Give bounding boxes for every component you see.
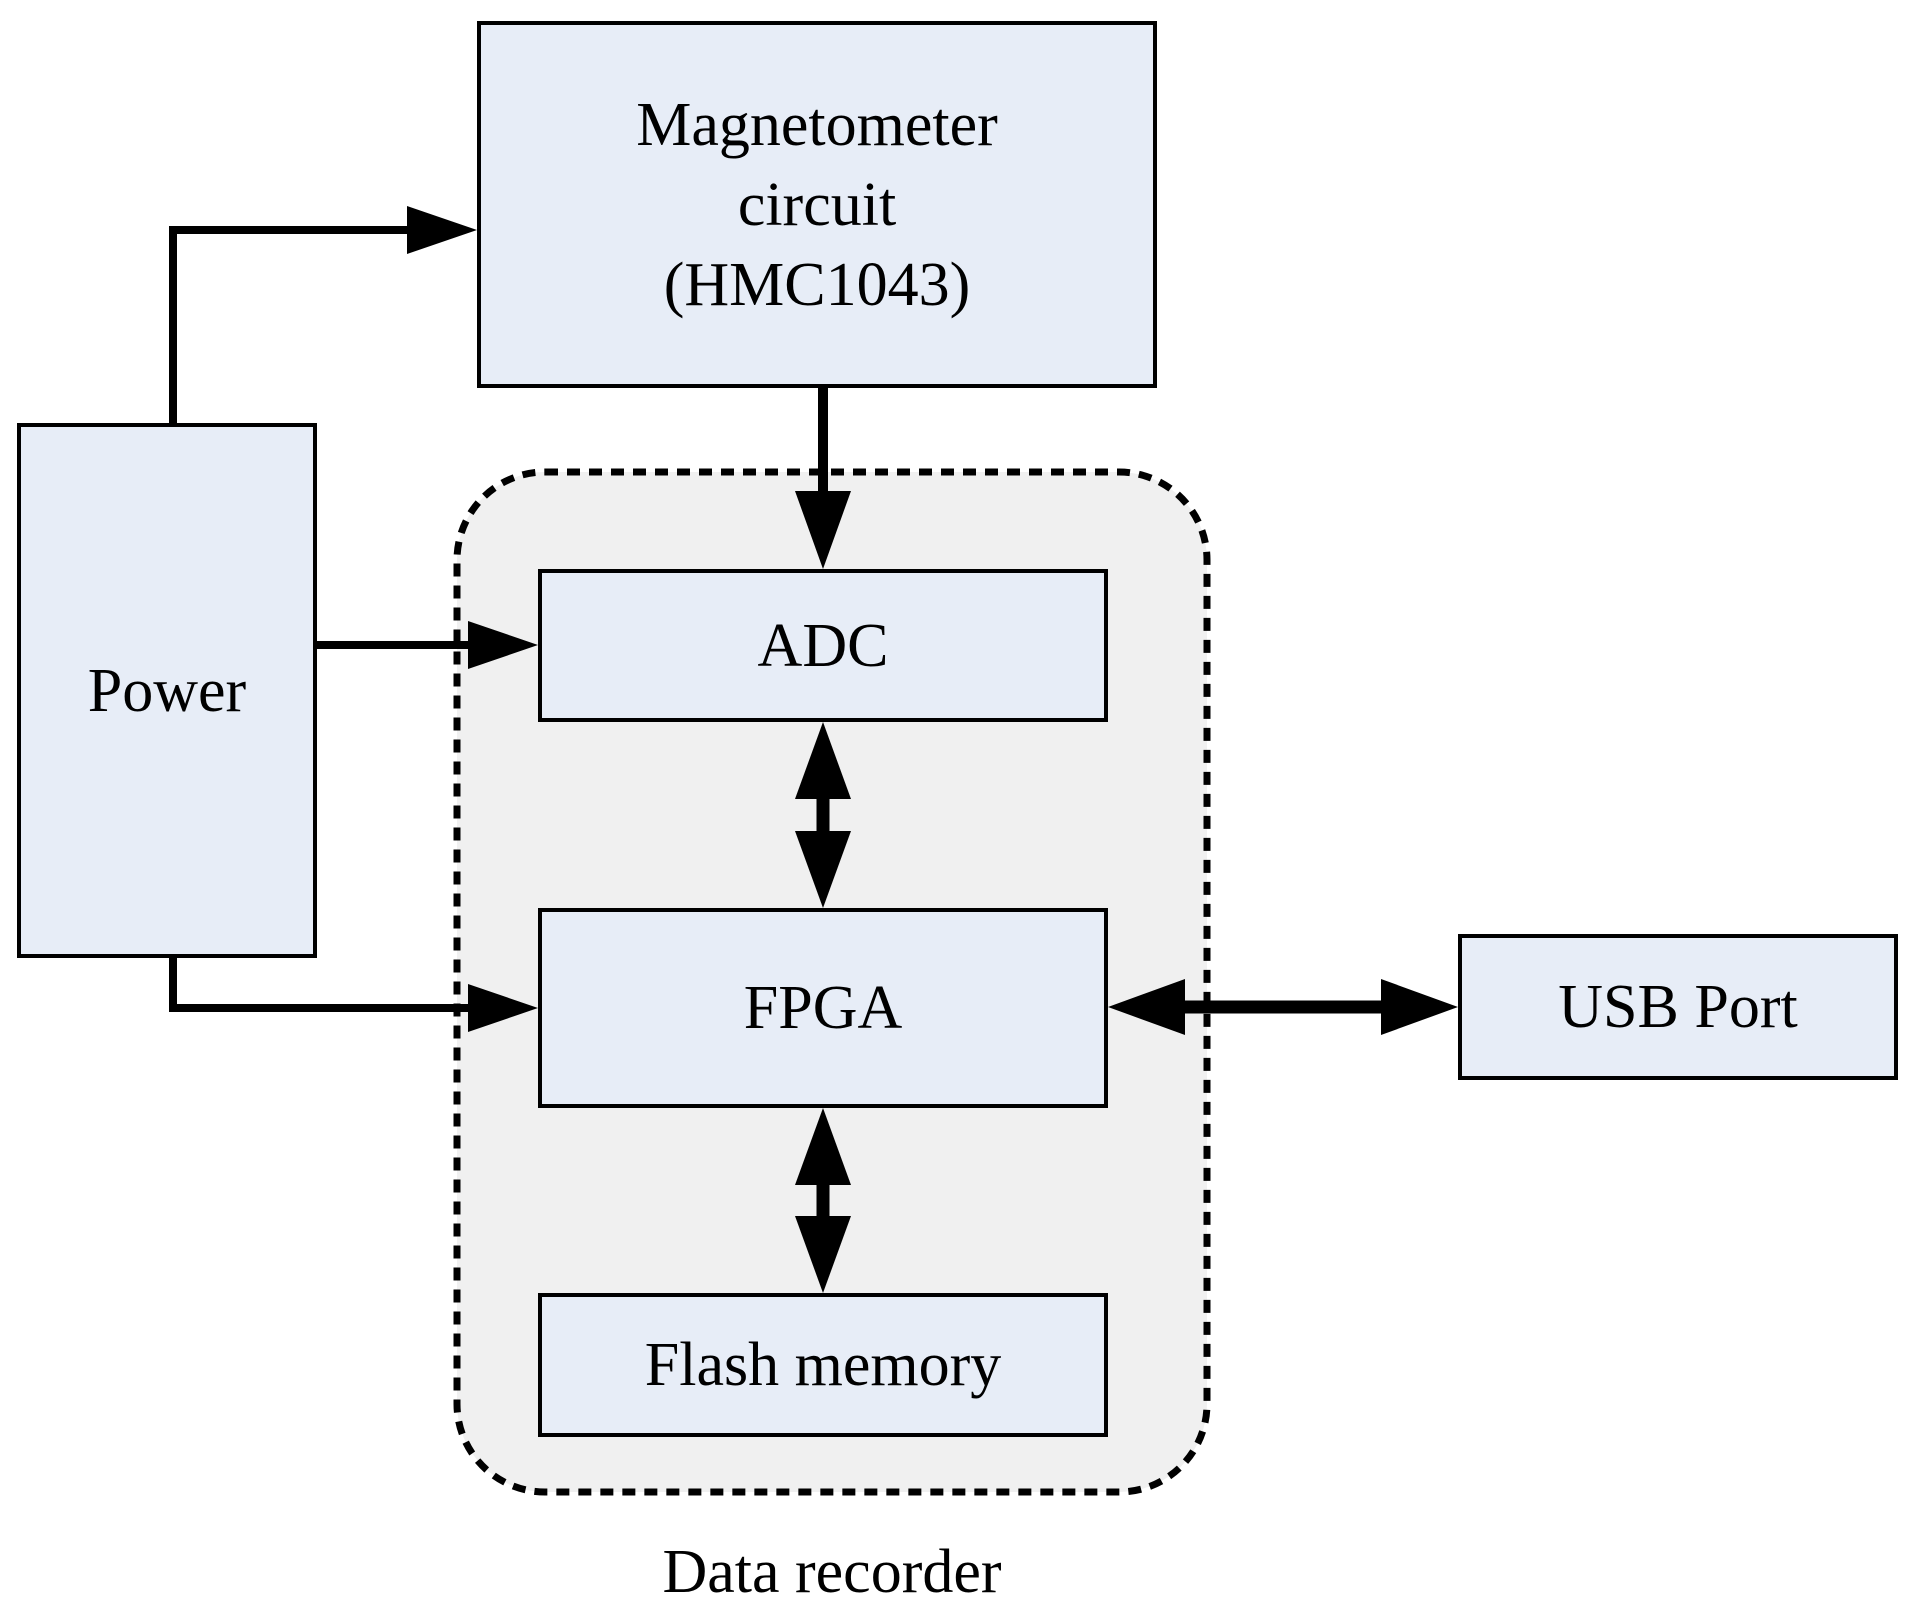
arrowhead-right-icon [407, 206, 477, 254]
node-magnetometer-circuit: Magnetometer circuit (HMC1043) [477, 21, 1157, 388]
arrowhead-up-icon [795, 722, 851, 799]
data-recorder-label: Data recorder [662, 1538, 1002, 1606]
arrow-magnetometer-to-adc [795, 386, 851, 569]
magnetometer-label: Magnetometer circuit (HMC1043) [636, 85, 998, 325]
arrow-fpga-usb-bidirectional [1108, 979, 1458, 1035]
arrow-power-to-fpga [169, 958, 538, 1032]
adc-label: ADC [757, 611, 889, 680]
node-flash-memory: Flash memory [538, 1293, 1108, 1437]
arrow-power-to-magnetometer [169, 206, 477, 423]
arrowhead-right-icon [468, 621, 538, 669]
usb-port-label: USB Port [1558, 973, 1798, 1041]
flash-memory-label: Flash memory [644, 1331, 1002, 1399]
node-usb-port: USB Port [1458, 934, 1898, 1080]
arrowhead-right-icon [1381, 979, 1458, 1035]
magnetometer-label-line3: (HMC1043) [663, 250, 971, 319]
node-power: Power [17, 423, 317, 958]
arrow-adc-fpga-bidirectional [795, 722, 851, 908]
arrowhead-up-icon [795, 1108, 851, 1185]
arrowhead-down-icon [795, 491, 851, 569]
arrowhead-down-icon [795, 1216, 851, 1293]
magnetometer-label-line1: Magnetometer [636, 90, 998, 159]
node-adc: ADC [538, 569, 1108, 722]
arrow-fpga-flash-bidirectional [795, 1108, 851, 1293]
fpga-label: FPGA [743, 974, 903, 1042]
arrowhead-down-icon [795, 831, 851, 908]
arrowhead-left-icon [1108, 979, 1185, 1035]
magnetometer-label-line2: circuit [737, 170, 897, 239]
node-fpga: FPGA [538, 908, 1108, 1108]
arrow-power-to-adc [317, 621, 538, 669]
arrowhead-right-icon [468, 984, 538, 1032]
power-label: Power [87, 656, 247, 725]
